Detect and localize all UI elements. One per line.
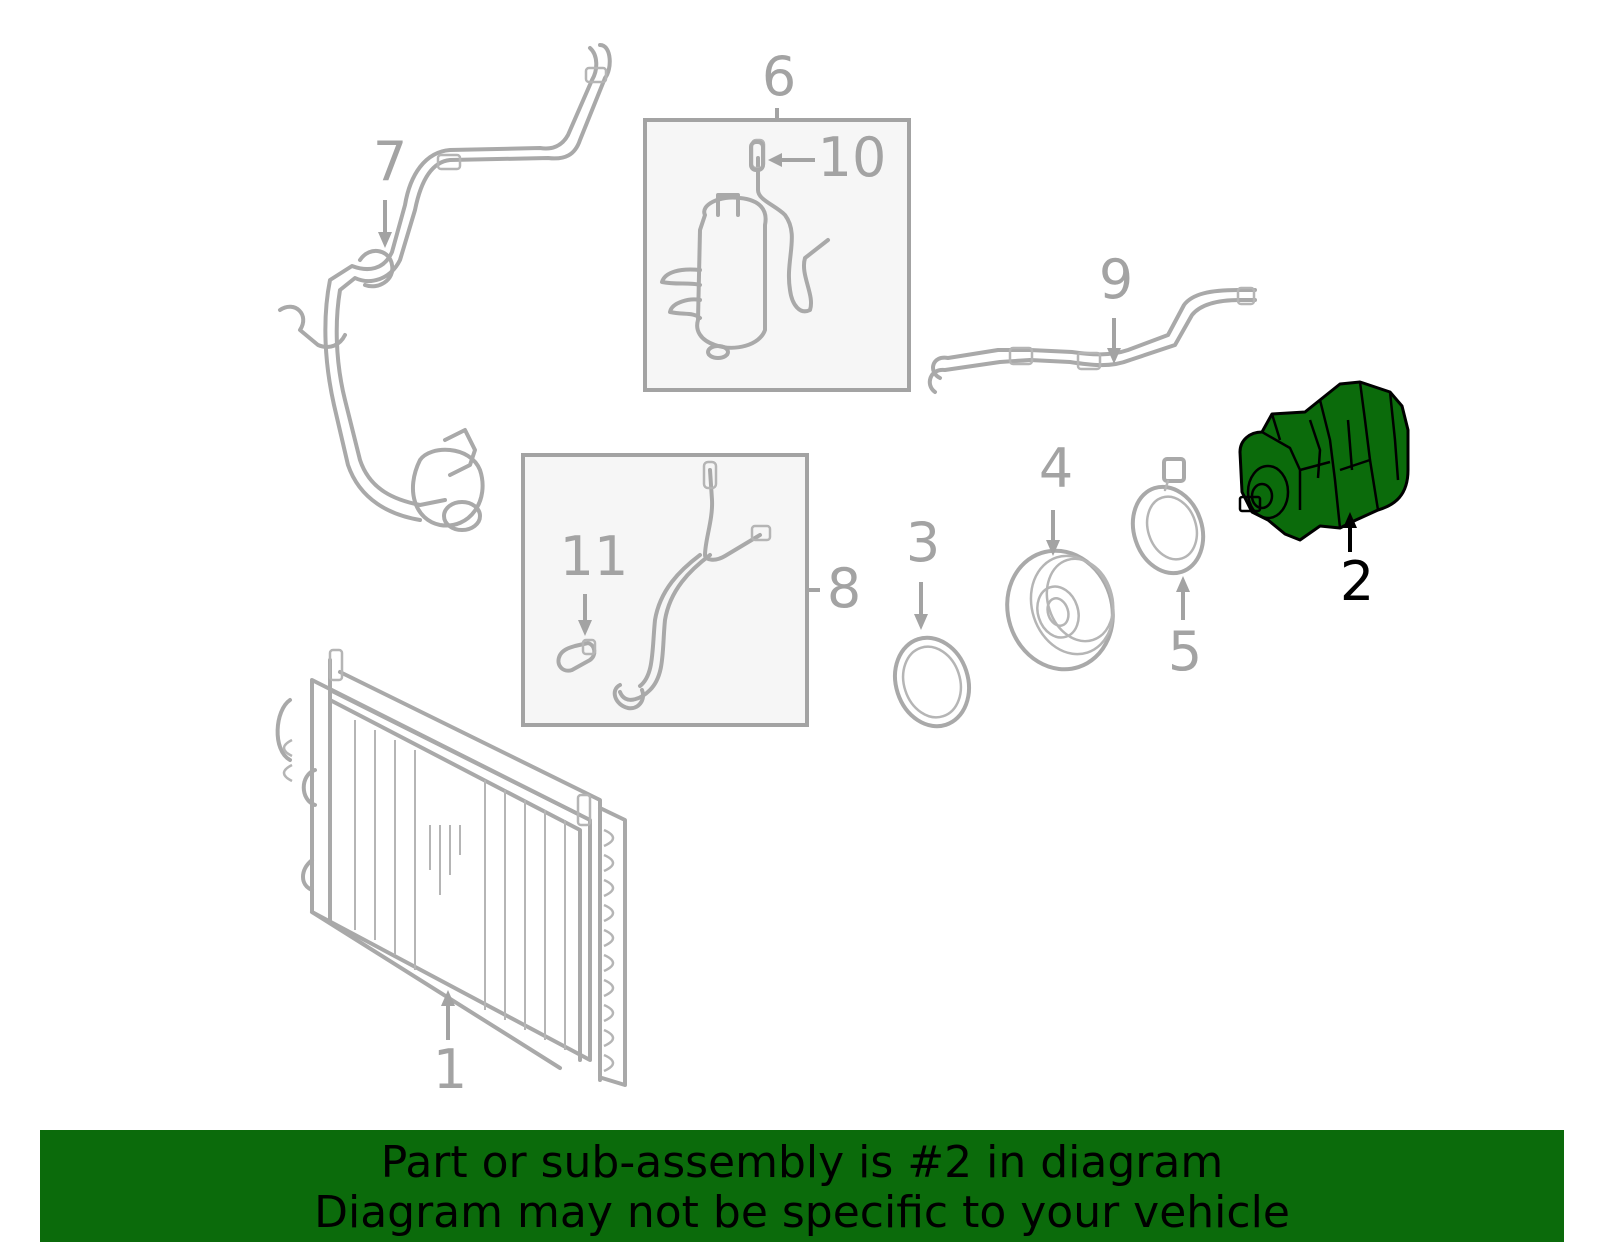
callout-10[interactable]: 10 — [818, 126, 887, 189]
inset-box-6 — [643, 118, 911, 392]
banner-line-2: Diagram may not be specific to your vehi… — [314, 1187, 1290, 1238]
callout-9[interactable]: 9 — [1099, 248, 1133, 311]
callout-5[interactable]: 5 — [1168, 620, 1202, 683]
callout-arrows — [378, 108, 1357, 1040]
callout-7[interactable]: 7 — [373, 130, 407, 193]
compressor-body[interactable] — [1238, 380, 1410, 542]
part-2-compressor[interactable] — [1238, 380, 1410, 542]
part-1-condenser[interactable] — [275, 648, 627, 1087]
callout-8[interactable]: 8 — [827, 557, 861, 620]
part-10-valve[interactable] — [749, 140, 765, 172]
callout-6[interactable]: 6 — [762, 45, 796, 108]
callout-3[interactable]: 3 — [906, 511, 940, 574]
part-3-seal-ring[interactable] — [884, 628, 980, 736]
callout-4[interactable]: 4 — [1039, 437, 1073, 500]
part-11-sensor[interactable] — [556, 638, 597, 673]
part-5-clutch-coil[interactable] — [1122, 457, 1214, 582]
callout-numbers: 1 2 3 4 5 6 7 8 9 10 11 — [373, 45, 1374, 1101]
callout-1[interactable]: 1 — [433, 1038, 467, 1101]
banner-line-1: Part or sub-assembly is #2 in diagram — [380, 1137, 1224, 1188]
part-9-hose[interactable] — [927, 286, 1257, 394]
callout-2[interactable]: 2 — [1340, 550, 1374, 613]
info-banner: Part or sub-assembly is #2 in diagram Di… — [40, 1130, 1564, 1242]
part-8-hose[interactable] — [612, 460, 772, 711]
part-7-hose[interactable] — [278, 43, 612, 532]
callout-11[interactable]: 11 — [560, 525, 629, 588]
part-4-pulley[interactable] — [992, 537, 1128, 683]
